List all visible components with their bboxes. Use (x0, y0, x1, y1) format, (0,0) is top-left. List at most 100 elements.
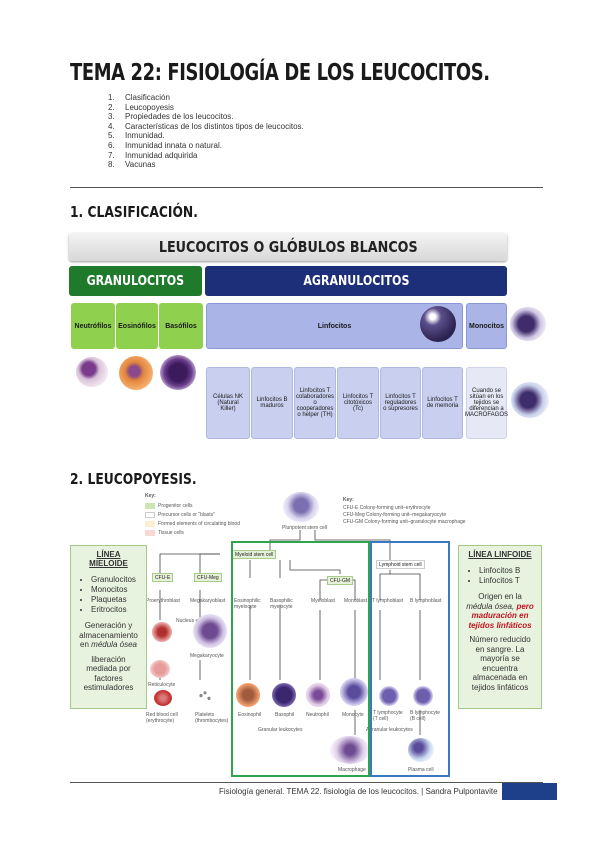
b-lymphocyte-label: B lymphocyte (B cell) (410, 710, 441, 722)
linfocitos-tc-box: Linfocitos T citotóxicos (Tc) (337, 367, 379, 439)
macrophage-label: Macrophage (338, 767, 366, 773)
neutrophil-diagram-image (306, 683, 330, 707)
key-swatch (145, 530, 155, 536)
toc-item: 1.Clasificación (108, 93, 170, 102)
granular-label: Granular leukocytes (258, 727, 303, 733)
rbc-label: Red blood cell (erythrocyte) (146, 712, 178, 724)
table-of-contents: 1.Clasificación 2.Leucopoyesis 3.Propied… (108, 93, 304, 170)
linfocitos-th-box: Linfocitos T colaboradores o cooperadore… (294, 367, 336, 439)
stem-cell-label: Pluripotent stem cell (282, 525, 328, 531)
t-lymphoblast-label: T lymphoblast (372, 598, 404, 604)
myeloblast-label: Myeloblast (311, 598, 335, 604)
linea-linfoide-box: LÍNEA LINFOIDE Linfocitos B Linfocitos T… (458, 545, 542, 709)
megakaryocyte-image (193, 614, 227, 648)
mieloide-item: Eritrocitos (91, 605, 140, 615)
linfocitos-memoria-box: Linfocitos T de memoria (422, 367, 463, 439)
mieloide-item: Monocitos (91, 585, 140, 595)
platelets-image (195, 690, 215, 704)
cfugm-label: CFU-GM (327, 576, 353, 585)
footer-text: Fisiología general. TEMA 22. fisiología … (219, 787, 498, 796)
macrophage-image (511, 382, 549, 418)
monoblast-label: Monoblast (344, 598, 368, 604)
eosinophil-label: Eosinophil (238, 712, 262, 718)
key-item: Tissue cells (158, 530, 184, 536)
key-swatch (145, 512, 155, 518)
agranular-label: Agranular leukocytes (366, 727, 413, 733)
proerythroblast-label: Proerythroblast (146, 598, 180, 604)
linea-linfoide-title: LÍNEA LINFOIDE (468, 550, 532, 559)
reticulocyte-label: Reticulocyte (148, 682, 176, 688)
mieloide-note-1: Generación y almacenamiento en médula ós… (79, 621, 138, 649)
monocyte-image (510, 307, 546, 341)
plasma-cell-image (408, 738, 434, 762)
plasma-cell-label: Plasma cell (408, 767, 434, 773)
lymphoid-stem-label: Lymphoid stem cell (376, 560, 425, 569)
t-lymphocyte-image (379, 686, 399, 706)
eosinophil-diagram-image (236, 683, 260, 707)
basophil-label: Basophil (275, 712, 295, 718)
linfoide-item: Linfocitos B (479, 566, 535, 576)
linea-mieloide-title: LÍNEA MIELOIDE (89, 550, 128, 568)
granulocitos-header: GRANULOCITOS (69, 266, 202, 296)
mieloide-note-2: liberación mediada por factores estimula… (83, 654, 134, 693)
t-lymphocyte-label: T lymphocyte (T cell) (373, 710, 403, 722)
basophil-image (160, 355, 196, 390)
eosinophilic-myelocyte-label: Eosinophilic myelocyte (234, 598, 261, 610)
toc-item: 3.Propiedades de los leucocitos. (108, 112, 234, 122)
abbr-item: CFU-E Colony-forming unit–erythrocyte (343, 505, 431, 511)
linfocitos-b-box: Linfocitos B maduros (251, 367, 293, 439)
neutrophil-label: Neutrophil (306, 712, 329, 718)
key-item: Progenitor cells (158, 503, 193, 509)
divider (70, 187, 543, 188)
key-swatch (145, 521, 155, 527)
agranulocitos-header: AGRANULOCITOS (205, 266, 507, 296)
megakaryoblast-label: Megakaryoblast (190, 598, 226, 604)
basophilic-myelocyte-label: Basophilic myelocyte (270, 598, 293, 610)
neutrophil-image (76, 357, 108, 387)
lymphocyte-image (420, 306, 456, 342)
section-heading-clasificacion: 1. CLASIFICACIÓN. (70, 203, 198, 221)
cfumeg-label: CFU-Meg (194, 573, 222, 582)
toc-item: 7.Inmunidad adquirida (108, 150, 198, 160)
megakaryocyte-label: Megakaryocyte (190, 653, 224, 659)
cfue-label: CFU-E (152, 573, 174, 582)
toc-item: 5.Inmunidad. (108, 131, 165, 141)
reticulocyte-image (150, 660, 170, 678)
monocyte-diagram-image (340, 678, 368, 706)
linfoide-item: Linfocitos T (479, 576, 535, 586)
lymphocyte-frame (370, 541, 450, 777)
b-lymphoblast-label: B lymphoblast (410, 598, 442, 604)
red-blood-cell-image (154, 690, 172, 706)
toc-item: 4.Características de los distintos tipos… (108, 121, 304, 131)
proerythroblast-image (152, 622, 172, 642)
abbr-item: CFU-Meg Colony-forming unit–megakaryocyt… (343, 512, 447, 518)
granulocyte-frame (231, 541, 370, 777)
mieloide-item: Granulocitos (91, 575, 140, 585)
leucocitos-header: LEUCOCITOS O GLÓBULOS BLANCOS (69, 233, 507, 261)
platelets-label: Platelets (thrombocytes) (195, 712, 229, 724)
nk-box: Células NK (Natural Killer) (206, 367, 250, 439)
abbr-item: CFU-GM Colony-forming unit–granulocyte m… (343, 519, 466, 525)
b-lymphocyte-image (413, 686, 433, 706)
section-heading-leucopoyesis: 2. LEUCOPOYESIS. (70, 470, 197, 488)
monocitos-box: Monocitos (466, 303, 507, 349)
key-label: Key: (145, 493, 156, 499)
key-item: Precursor cells or "blasts" (158, 512, 215, 518)
footer-page-tab (502, 783, 557, 800)
basophil-diagram-image (272, 683, 296, 707)
linfocitos-treg-box: Linfocitos T reguladores o supresores (380, 367, 421, 439)
key-item: Formed elements of circulating blood (158, 521, 240, 527)
nucleus-ejected-label: Nucleus ejected (176, 618, 212, 624)
linea-mieloide-box: LÍNEA MIELOIDE Granulocitos Monocitos Pl… (70, 545, 147, 709)
mieloide-item: Plaquetas (91, 595, 140, 605)
toc-item: 8.Vacunas (108, 160, 156, 170)
eosinophil-image (119, 356, 153, 390)
toc-item: 6.Inmunidad innata o natural. (108, 140, 222, 150)
footer-divider (70, 782, 543, 783)
neutrofilos-box: Neutrófilos (71, 303, 115, 349)
toc-item: 2.Leucopoyesis (108, 102, 174, 112)
linfoide-note-2: Número reducido en sangre. La mayoría se… (469, 635, 531, 692)
eosinofilos-box: Eosinófilos (116, 303, 158, 349)
linfoide-note-1: Origen en la médula ósea, pero maduració… (466, 592, 534, 630)
page-title: TEMA 22: FISIOLOGÍA DE LOS LEUCOCITOS. (70, 60, 490, 86)
